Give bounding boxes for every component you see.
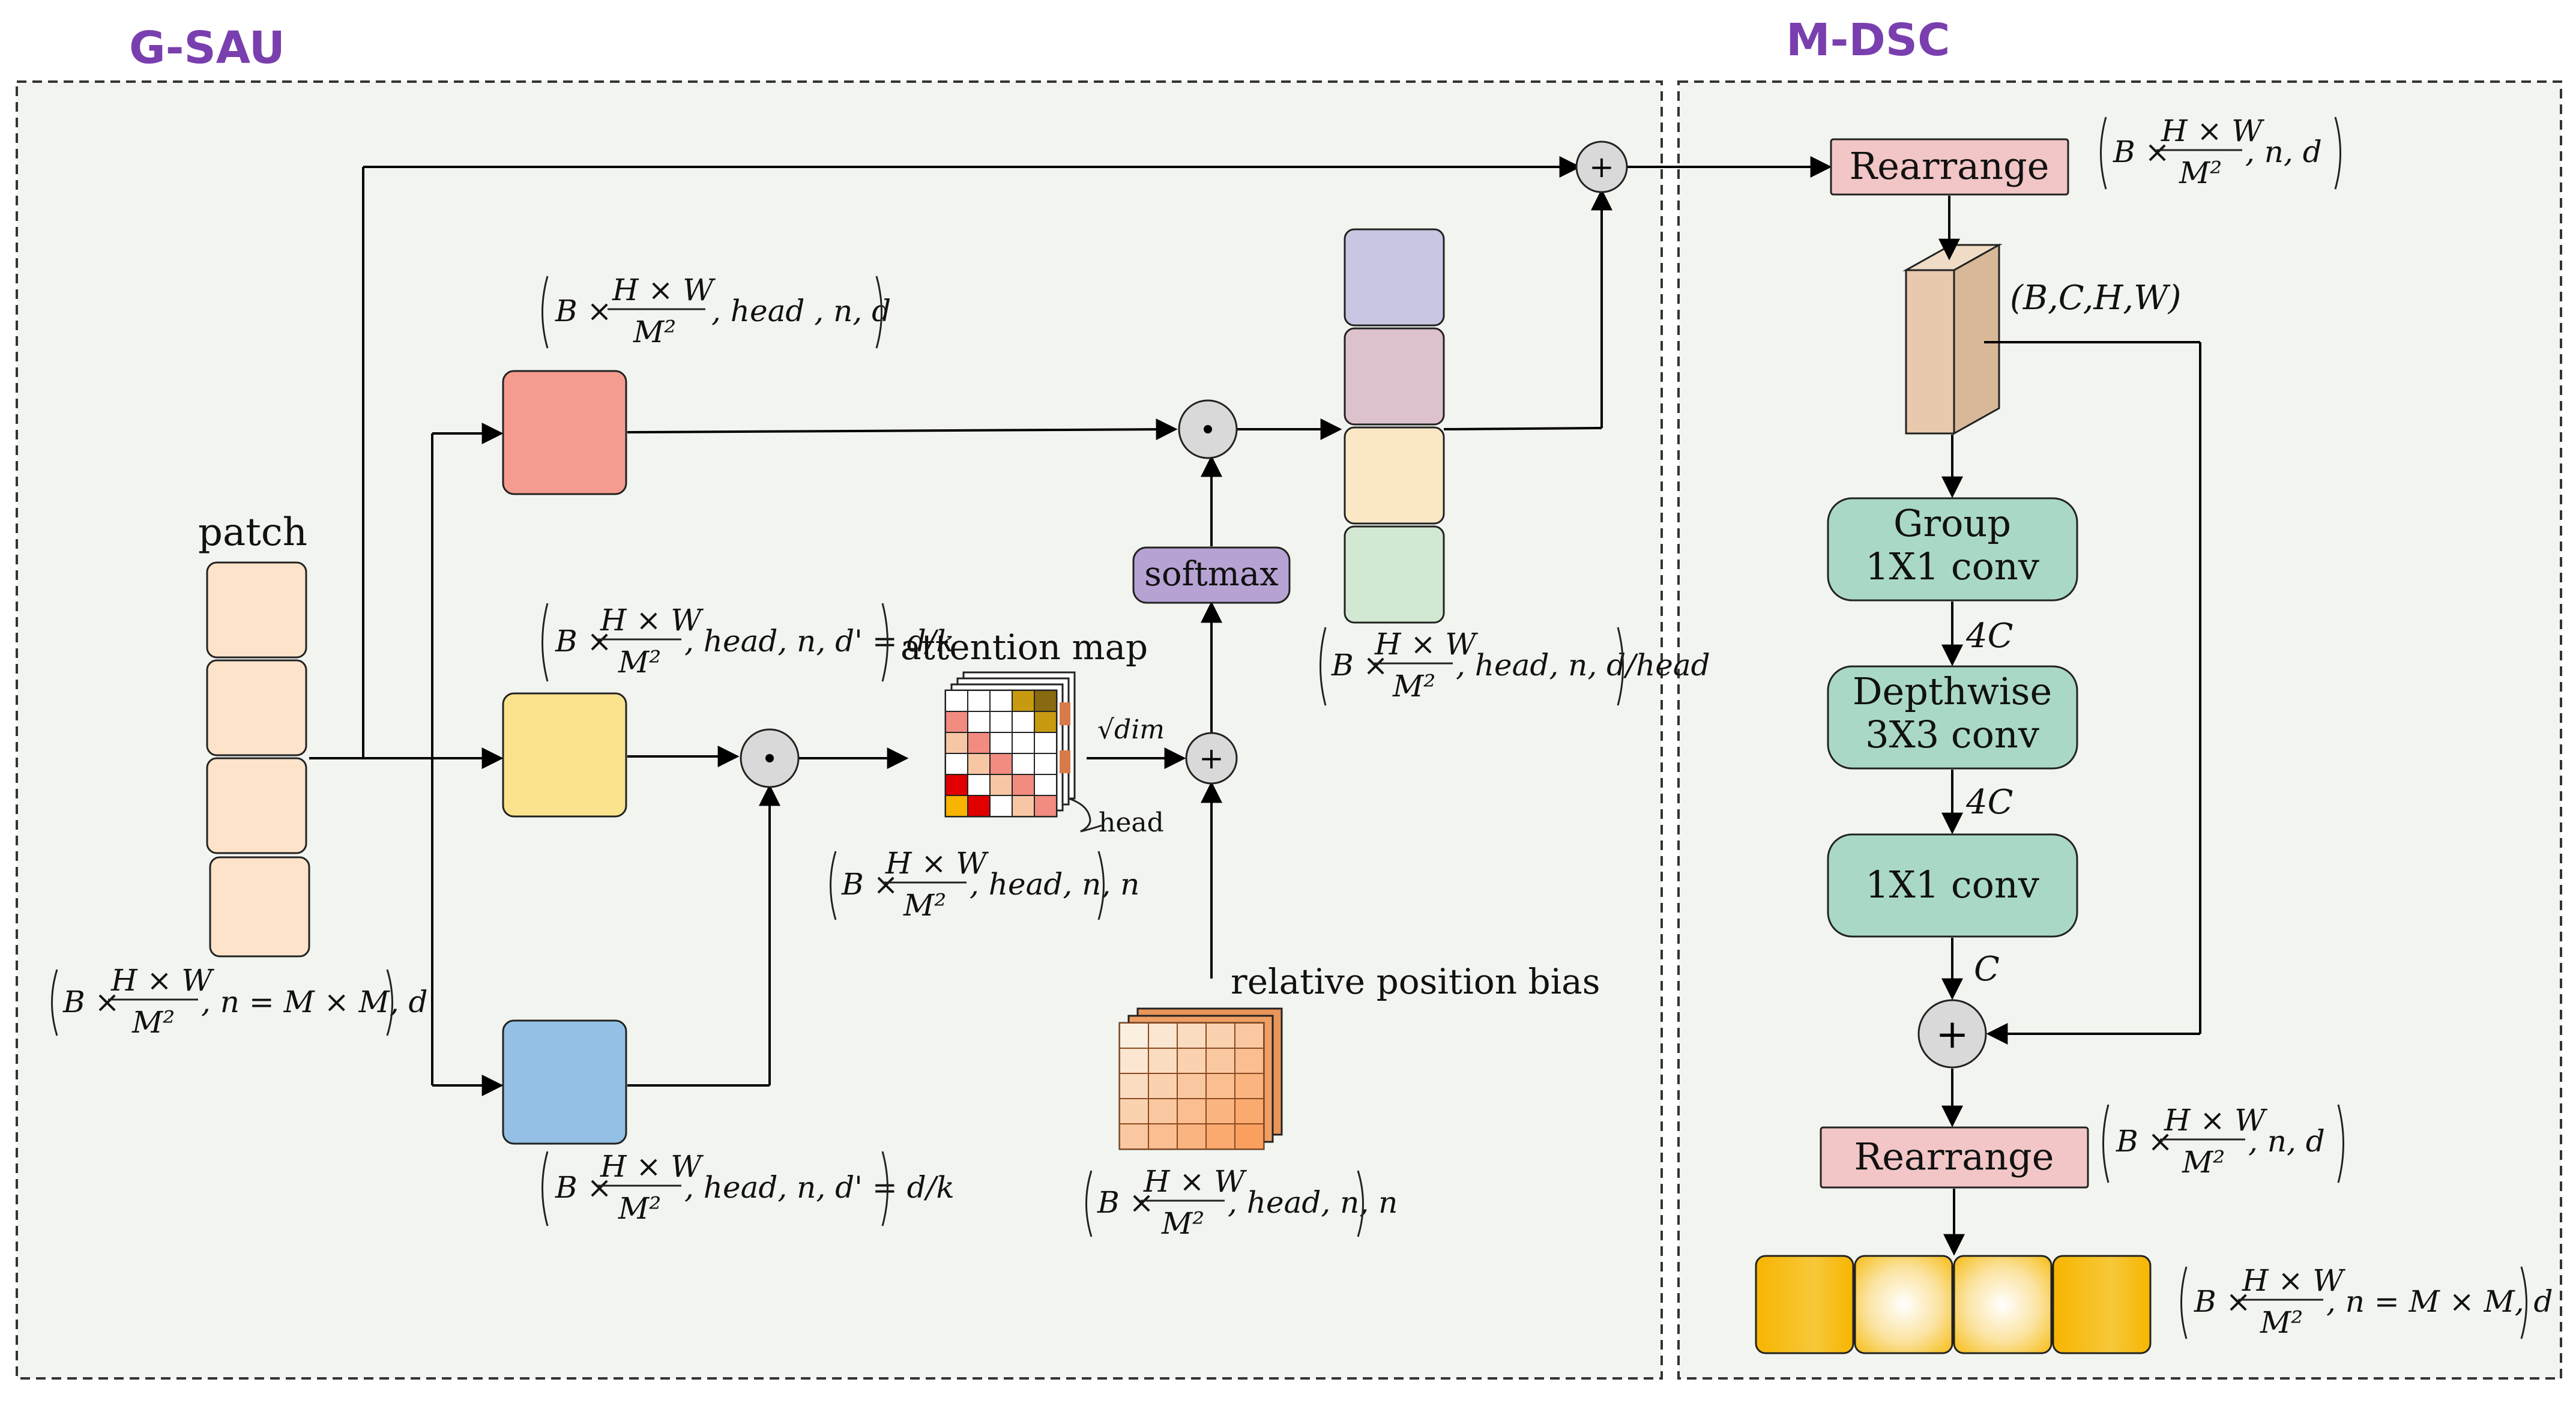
svg-text:, head, n, n: , head, n, n (1228, 1185, 1398, 1220)
svg-text:B ×: B × (841, 867, 899, 902)
patch-stack (206, 561, 310, 958)
q-box (502, 370, 627, 495)
svg-text:H × W: H × W (1143, 1164, 1247, 1199)
svg-text:H × W: H × W (612, 273, 716, 307)
svg-text:, n, d: , n, d (2245, 134, 2322, 169)
bchw-label: (B,C,H,W) (2010, 279, 2182, 318)
svg-text:H × W: H × W (2161, 113, 2264, 148)
plus-operator-residual: + (1917, 999, 1987, 1069)
k-box (502, 692, 627, 818)
rearrange-top-dim: B × H × W M² , n, d (2100, 113, 2341, 190)
channel-c: C (1974, 950, 2000, 989)
k-dim-label: B × H × W M² , head, n, d' = d/k (541, 603, 955, 682)
svg-text:H × W: H × W (1374, 627, 1478, 662)
svg-text:B ×: B × (1097, 1185, 1154, 1220)
svg-text:M²: M² (633, 315, 676, 349)
svg-text:, n = M × M, d: , n = M × M, d (2326, 1284, 2553, 1319)
attention-map-label: attention map (900, 627, 1148, 668)
rearrange-top-box (1830, 138, 2069, 196)
attention-dim-label: B × H × W M² , head, n, n (830, 846, 1139, 923)
bias-dim-label: B × H × W M² , head, n, n (1085, 1164, 1398, 1241)
v-box (502, 1019, 627, 1145)
rearrange-bottom-label: Rearrange (1854, 1135, 2054, 1178)
group-conv-box (1827, 497, 2078, 602)
svg-text:B ×: B × (555, 1170, 612, 1205)
dot-operator-kv (740, 728, 800, 788)
group-conv-line1: Group (1893, 501, 2011, 545)
head-brace (1068, 797, 1102, 833)
dot-operator-q (1178, 399, 1238, 459)
bias-cube-stack (1118, 1007, 1283, 1150)
svg-text:, head, n, d' = d/k: , head, n, d' = d/k (684, 1170, 955, 1205)
svg-text:, n = M × M, d: , n = M × M, d (201, 985, 428, 1019)
svg-text:+: + (1199, 741, 1224, 776)
head-label: head (1099, 807, 1164, 838)
svg-text:B ×: B × (555, 294, 612, 328)
rearrange-bottom-box (1820, 1126, 2089, 1189)
svg-text:H × W: H × W (600, 603, 704, 638)
connectors-left (309, 156, 1832, 1096)
q-dim-label: B × H × W M² , head , n, d (541, 273, 891, 349)
svg-text:H × W: H × W (2242, 1263, 2345, 1298)
svg-text:M²: M² (618, 1191, 661, 1226)
depthwise-conv-box (1827, 665, 2078, 770)
m-dsc-panel (1677, 80, 2562, 1380)
feature-cube (1902, 243, 2003, 435)
pointwise-conv-box (1827, 833, 2078, 938)
svg-text:, head , n, d: , head , n, d (711, 294, 891, 328)
channel-4c-1: 4C (1965, 617, 2013, 656)
depthwise-conv-line1: Depthwise (1853, 669, 2052, 713)
relative-position-bias-label: relative position bias (1231, 961, 1600, 1002)
softmax-box (1132, 546, 1291, 604)
svg-text:B ×: B × (555, 624, 612, 659)
head-output-stack (1344, 228, 1445, 624)
svg-text:M²: M² (131, 1005, 175, 1040)
stack-dim-label: B × H × W M² , head, n, d/head (1320, 627, 1710, 706)
svg-text:, head, n, d/head: , head, n, d/head (1456, 648, 1710, 683)
plus-operator-top: + (1575, 140, 1628, 193)
softmax-label: softmax (1144, 555, 1279, 594)
depthwise-conv-line2: 3X3 conv (1865, 713, 2039, 756)
svg-text:B ×: B × (62, 985, 120, 1019)
plus-operator-bias: + (1185, 732, 1238, 785)
svg-text:M²: M² (1161, 1206, 1204, 1241)
svg-text:H × W: H × W (600, 1149, 704, 1184)
svg-text:H × W: H × W (2164, 1103, 2267, 1138)
svg-text:M²: M² (618, 645, 661, 680)
svg-text:M²: M² (2260, 1305, 2303, 1340)
svg-text:M²: M² (2179, 155, 2222, 190)
channel-4c-2: 4C (1965, 783, 2013, 822)
attention-map-stack (944, 671, 1076, 818)
svg-text:, head, n, n: , head, n, n (970, 867, 1139, 902)
svg-text:B ×: B × (2194, 1284, 2251, 1319)
svg-text:, head, n, d' = d/k: , head, n, d' = d/k (684, 624, 955, 659)
svg-text:H × W: H × W (885, 846, 989, 881)
svg-text:, n, d: , n, d (2248, 1124, 2325, 1159)
svg-text:H × W: H × W (110, 963, 214, 998)
svg-text:M²: M² (1392, 669, 1435, 704)
patch-dim-label: B × H × W M² , n = M × M, d (51, 963, 428, 1040)
svg-text:M²: M² (2182, 1145, 2225, 1180)
svg-text:M²: M² (903, 888, 946, 923)
v-dim-label: B × H × W M² , head, n, d' = d/k (541, 1149, 955, 1226)
svg-text:B ×: B × (2116, 1124, 2173, 1159)
output-dim-label: B × H × W M² , n = M × M, d (2180, 1263, 2553, 1340)
svg-text:+: + (1935, 1011, 1968, 1057)
g-sau-title: G-SAU (129, 22, 285, 74)
pointwise-conv-label: 1X1 conv (1865, 863, 2039, 907)
group-conv-line2: 1X1 conv (1865, 545, 2039, 588)
svg-text:+: + (1589, 149, 1614, 184)
output-token-strip (1755, 1255, 2152, 1354)
svg-text:B ×: B × (2113, 134, 2170, 169)
connectors-right (1938, 196, 2201, 1256)
rearrange-bottom-dim: B × H × W M² , n, d (2102, 1103, 2344, 1183)
m-dsc-title: M-DSC (1786, 14, 1950, 66)
patch-label: patch (198, 510, 307, 555)
rearrange-top-label: Rearrange (1850, 144, 2050, 188)
sqrt-dim-label: √dim (1097, 714, 1165, 745)
svg-text:B ×: B × (1331, 648, 1389, 683)
